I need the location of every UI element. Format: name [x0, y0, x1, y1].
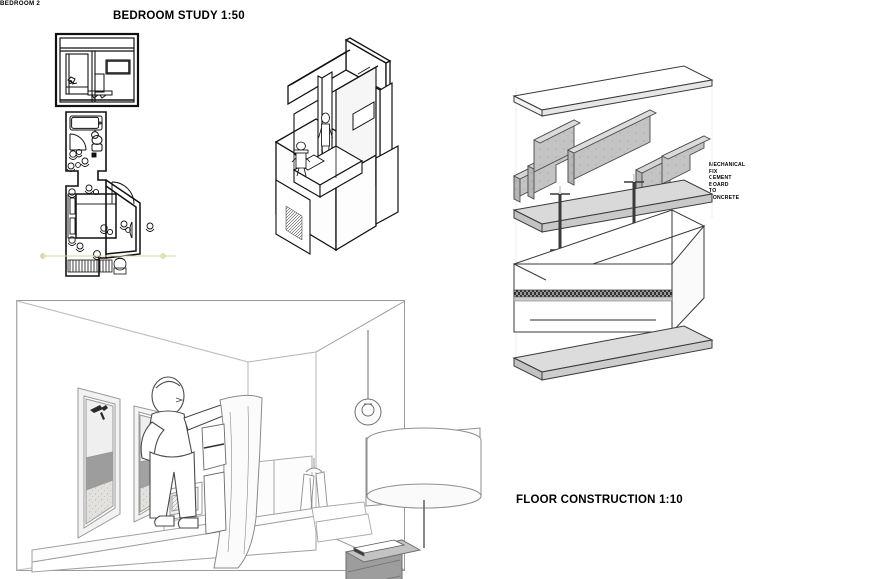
- annotation-line-5: TO: [709, 188, 717, 195]
- drawing-perspective-interior: [16, 300, 482, 579]
- annotation-line-1: MECHANICAL: [709, 162, 746, 168]
- label-bedroom-2: BEDROOM 2: [0, 0, 41, 7]
- drawing-elevation-small: [54, 32, 140, 108]
- page-title-floor-construction: FLOOR CONSTRUCTION 1:10: [516, 494, 683, 506]
- drawing-floor-plan: [40, 108, 176, 284]
- annotation-line-6: CONCRETE: [709, 194, 740, 201]
- page-title-bedroom-study: BEDROOM STUDY 1:50: [113, 10, 245, 22]
- annotation-line-2: FIX: [709, 168, 718, 175]
- drawing-floor-construction: [498, 58, 728, 398]
- annotation-line-3: CEMENT: [709, 175, 732, 182]
- drawing-axonometric-bedroom2: [258, 30, 410, 266]
- annotation-line-4: BOARD: [709, 181, 729, 188]
- annotation-mechanical-fix: MECHANICAL FIX CEMENT BOARD TO CONCRETE: [709, 162, 745, 201]
